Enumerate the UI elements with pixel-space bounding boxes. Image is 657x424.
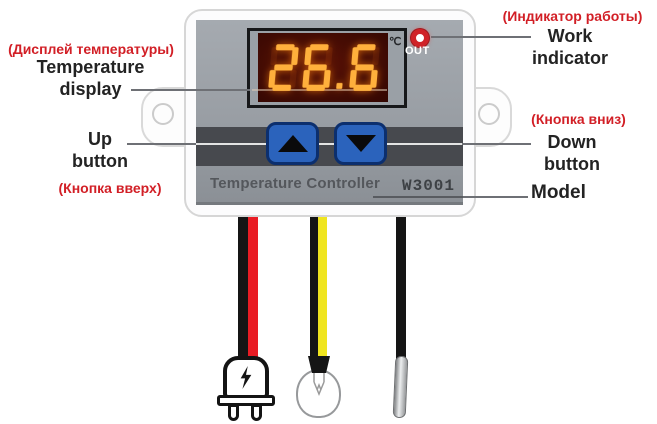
- celsius-unit-label: ℃: [389, 36, 402, 48]
- label-line: display: [59, 79, 122, 99]
- temperature-probe-icon: [392, 355, 409, 419]
- leader-line-display: [131, 89, 250, 91]
- seven-segment-digit: [349, 44, 380, 91]
- load-wire-black: [310, 212, 318, 359]
- seven-segment-digits: [261, 41, 388, 94]
- button-band: [196, 127, 463, 166]
- label-down-button-en: Down button: [497, 131, 647, 175]
- mounting-hole-left: [152, 103, 174, 125]
- power-wire-black: [238, 212, 248, 359]
- decimal-point: [336, 83, 343, 89]
- label-up-button-en: Up button: [20, 128, 180, 172]
- leader-line-down-button: [462, 143, 531, 145]
- plug-base: [217, 395, 275, 406]
- label-line: Up: [88, 129, 112, 149]
- label-up-button-ru: (Кнопка вверх): [58, 180, 162, 196]
- power-wire-red: [248, 212, 258, 359]
- label-line: button: [544, 154, 600, 174]
- work-indicator-led-icon: [411, 29, 429, 47]
- leader-line-model: [463, 196, 528, 198]
- leader-line-up-button: [127, 143, 197, 145]
- bulb-socket: [308, 356, 330, 373]
- label-line: Temperature: [36, 57, 145, 77]
- leader-line-model-underline: [373, 196, 463, 198]
- label-line: button: [72, 151, 128, 171]
- label-line: Down: [547, 132, 597, 152]
- label-line: Work: [547, 26, 593, 46]
- out-label: OUT: [405, 45, 430, 57]
- down-button[interactable]: [334, 122, 387, 165]
- device-name-text: Temperature Controller: [210, 175, 380, 192]
- label-model: Model: [531, 182, 586, 203]
- label-work-indicator-ru: (Индикатор работы): [502, 8, 643, 24]
- label-work-indicator-en: Work indicator: [495, 25, 645, 69]
- label-down-button-ru: (Кнопка вниз): [531, 111, 626, 127]
- label-temperature-display-en: Temperature display: [8, 56, 173, 100]
- up-button[interactable]: [266, 122, 319, 165]
- model-number-text: W3001: [402, 177, 456, 195]
- plug-prong-right: [251, 404, 262, 421]
- leader-line-across-band: [196, 143, 463, 145]
- label-line: indicator: [531, 48, 608, 68]
- seven-segment-digit: [302, 44, 333, 91]
- label-temperature-display-ru: (Дисплей температуры): [8, 41, 174, 57]
- mounting-hole-right: [478, 103, 500, 125]
- bulb-filament: [313, 373, 325, 396]
- down-arrow-icon: [345, 135, 376, 152]
- leader-line-work-indicator: [431, 36, 531, 38]
- power-plug-icon: [223, 356, 269, 399]
- seven-segment-digit: [268, 44, 299, 91]
- plug-prong-left: [228, 404, 239, 421]
- sensor-wire-black: [396, 212, 406, 359]
- up-arrow-icon: [277, 135, 308, 152]
- lightning-bolt-icon: [240, 365, 252, 390]
- load-wire-yellow: [318, 212, 327, 359]
